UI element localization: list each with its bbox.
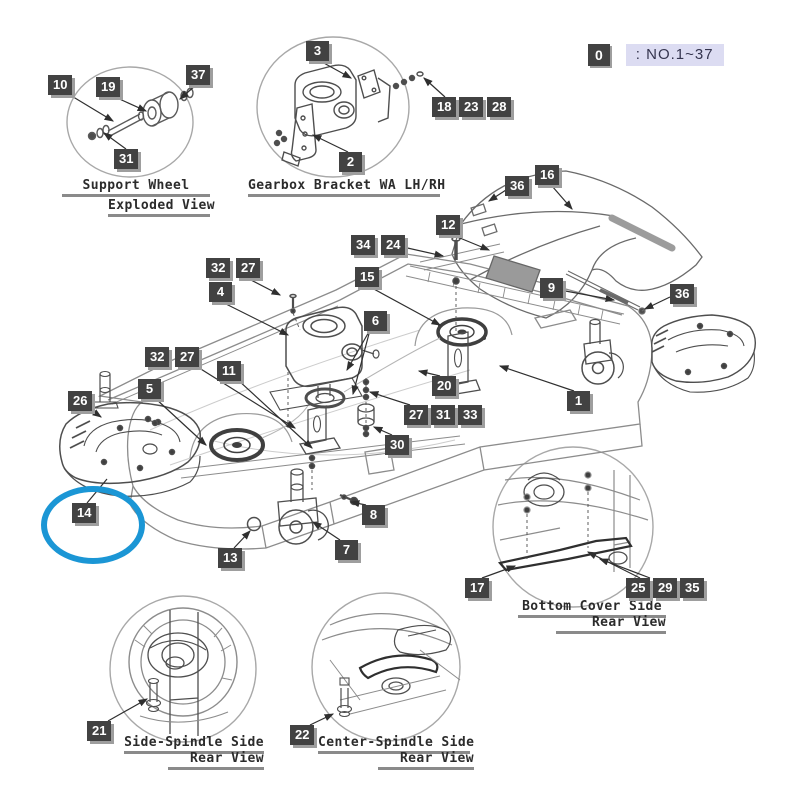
- part-callout-3[interactable]: 3: [306, 41, 329, 61]
- part-callout-5[interactable]: 5: [138, 379, 161, 399]
- mulch-cover-drawing: [651, 314, 757, 393]
- part-callout-31[interactable]: 31: [431, 405, 456, 425]
- gearbox-drawing: [273, 64, 424, 167]
- legend: 0 : NO.1~37: [588, 44, 724, 66]
- caption-bottom-cover-sub: Rear View: [556, 615, 666, 634]
- detail-view-circles: [66, 36, 654, 743]
- part-callout-32[interactable]: 32: [206, 258, 231, 278]
- part-callout-21[interactable]: 21: [87, 721, 112, 741]
- caption-center-spindle-sub: Rear View: [378, 751, 474, 770]
- part-callout-35[interactable]: 35: [680, 578, 705, 598]
- part-callout-13[interactable]: 13: [218, 548, 243, 568]
- leader-lines: [69, 61, 671, 726]
- part-callout-30[interactable]: 30: [385, 435, 410, 455]
- part-callout-24[interactable]: 24: [381, 235, 406, 255]
- legend-range-text: : NO.1~37: [625, 44, 724, 66]
- part-callout-9[interactable]: 9: [540, 278, 563, 298]
- caption-gearbox-bracket: Gearbox Bracket WA LH/RH: [248, 178, 445, 197]
- caption-center-spindle: Center-Spindle Side: [318, 735, 474, 754]
- part-callout-1[interactable]: 1: [567, 391, 590, 411]
- part-callout-10[interactable]: 10: [48, 75, 73, 95]
- spindle-pulleys-drawing: [189, 307, 513, 462]
- part-callout-27[interactable]: 27: [404, 405, 429, 425]
- highlight-ellipse: [41, 486, 145, 564]
- part-callout-14[interactable]: 14: [72, 503, 97, 523]
- caption-support-wheel-sub: Exploded View: [108, 198, 215, 217]
- part-callout-7[interactable]: 7: [335, 540, 358, 560]
- part-callout-26[interactable]: 26: [68, 391, 93, 411]
- caption-side-spindle: Side-Spindle Side: [124, 735, 264, 754]
- part-callout-22[interactable]: 22: [290, 725, 315, 745]
- part-callout-25[interactable]: 25: [626, 578, 651, 598]
- caption-support-wheel: Support Wheel: [62, 178, 210, 197]
- center-spindle-view-drawing: [321, 613, 461, 718]
- part-callout-34[interactable]: 34: [351, 235, 376, 255]
- part-callout-19[interactable]: 19: [96, 77, 121, 97]
- part-callout-8[interactable]: 8: [362, 505, 385, 525]
- part-callout-17[interactable]: 17: [465, 578, 490, 598]
- discharge-chute-drawing: [451, 170, 703, 319]
- part-callout-37[interactable]: 37: [186, 65, 211, 85]
- part-callout-12[interactable]: 12: [436, 215, 461, 235]
- caption-bottom-cover: Bottom Cover Side: [518, 599, 666, 618]
- part-callout-15[interactable]: 15: [355, 267, 380, 287]
- legend-badge[interactable]: 0: [588, 44, 610, 66]
- part-callout-29[interactable]: 29: [653, 578, 678, 598]
- part-callout-33[interactable]: 33: [458, 405, 483, 425]
- part-callout-36[interactable]: 36: [670, 284, 695, 304]
- part-callout-27[interactable]: 27: [175, 347, 200, 367]
- part-callout-23[interactable]: 23: [459, 97, 484, 117]
- part-callout-16[interactable]: 16: [535, 165, 560, 185]
- part-callout-2[interactable]: 2: [339, 152, 362, 172]
- part-callout-28[interactable]: 28: [487, 97, 512, 117]
- part-callout-27[interactable]: 27: [236, 258, 261, 278]
- part-callout-11[interactable]: 11: [217, 361, 241, 381]
- part-callout-36[interactable]: 36: [505, 176, 530, 196]
- part-callout-32[interactable]: 32: [145, 347, 170, 367]
- bottom-cover-view-drawing: [497, 470, 649, 572]
- part-callout-6[interactable]: 6: [364, 311, 387, 331]
- side-spindle-view-drawing: [128, 607, 238, 736]
- caption-side-spindle-sub: Rear View: [168, 751, 264, 770]
- part-callout-18[interactable]: 18: [432, 97, 457, 117]
- part-callout-31[interactable]: 31: [114, 149, 139, 169]
- part-callout-20[interactable]: 20: [432, 376, 457, 396]
- part-callout-4[interactable]: 4: [209, 282, 232, 302]
- caster-wheels-drawing: [246, 318, 624, 545]
- deck-gearbox-drawing: [269, 236, 481, 490]
